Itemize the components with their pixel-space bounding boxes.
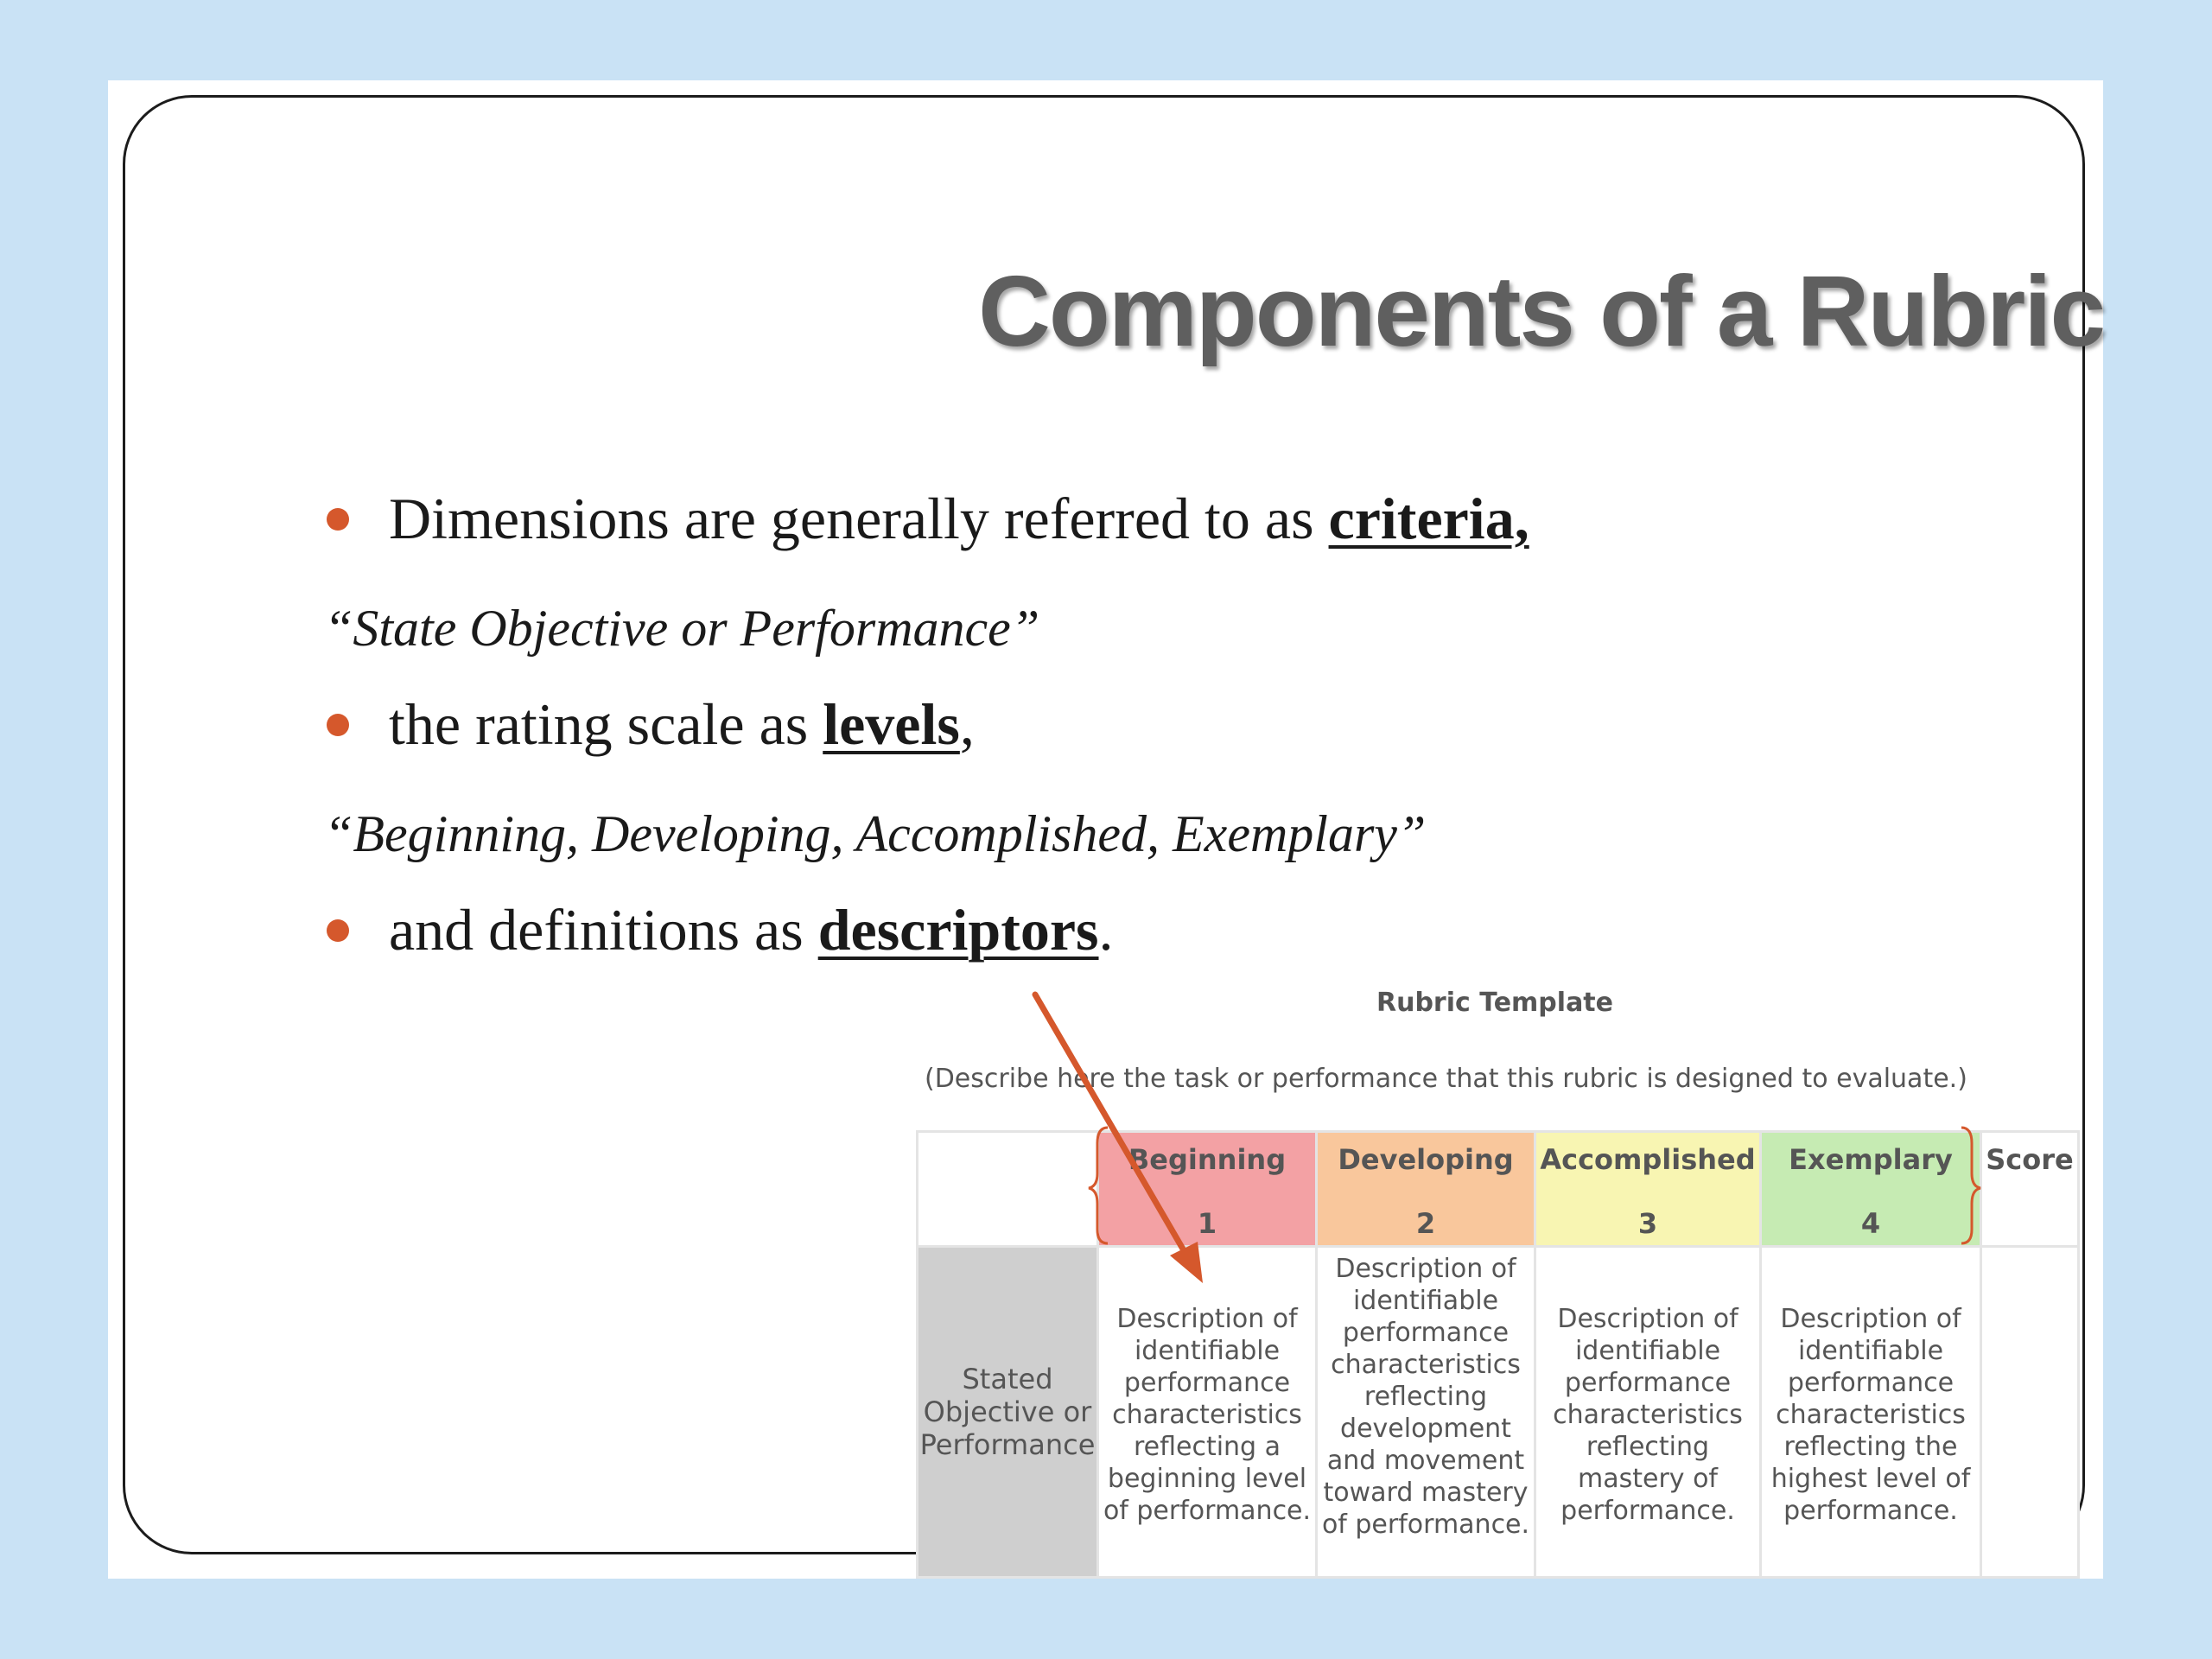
rubric-template-title: Rubric Template <box>1376 988 1613 1018</box>
level-name: Accomplished <box>1540 1143 1756 1176</box>
bullet-suffix: . <box>1098 897 1114 963</box>
level-header-exemplary: Exemplary 4 <box>1759 1130 1982 1248</box>
descriptor-exemplary: Description of identifiable performance … <box>1759 1245 1982 1579</box>
bullet-dot-icon <box>327 918 349 942</box>
bullet-levels: the rating scale as levels, <box>320 690 975 759</box>
keyword-descriptors: descriptors <box>817 897 1099 963</box>
level-name: Exemplary <box>1789 1143 1953 1176</box>
rubric-table: Beginning 1 Developing 2 Accomplished 3 … <box>916 1130 2080 1579</box>
keyword-criteria: criteria, <box>1328 486 1529 551</box>
bullet-suffix: , <box>959 691 975 757</box>
rubric-header-row: Beginning 1 Developing 2 Accomplished 3 … <box>916 1130 2080 1248</box>
bullet-text: and definitions as <box>389 897 818 963</box>
bullet-descriptors: and definitions as descriptors. <box>320 896 1114 964</box>
level-number: 3 <box>1637 1207 1658 1240</box>
level-header-developing: Developing 2 <box>1315 1130 1536 1248</box>
rubric-header-blank <box>916 1130 1099 1248</box>
level-name: Beginning <box>1128 1143 1287 1176</box>
score-header-label: Score <box>1986 1143 2074 1176</box>
rubric-template-image: Rubric Template (Describe here the task … <box>804 901 2082 1592</box>
level-number: 2 <box>1415 1207 1436 1240</box>
bullet-criteria: Dimensions are generally referred to as … <box>320 485 1529 553</box>
score-cell <box>1980 1245 2080 1579</box>
quote-levels-example: “Beginning, Developing, Accomplished, Ex… <box>324 805 1427 862</box>
level-header-accomplished: Accomplished 3 <box>1534 1130 1762 1248</box>
bullet-dot-icon <box>327 507 349 531</box>
descriptor-developing: Description of identifiable performance … <box>1315 1245 1536 1579</box>
descriptor-beginning: Description of identifiable performance … <box>1096 1245 1318 1579</box>
descriptor-accomplished: Description of identifiable performance … <box>1534 1245 1762 1579</box>
keyword-levels: levels <box>823 691 960 757</box>
bullet-dot-icon <box>327 713 349 736</box>
rubric-criterion-row: Stated Objective or Performance Descript… <box>916 1245 2080 1579</box>
rubric-template-description: (Describe here the task or performance t… <box>925 1064 1967 1094</box>
bullet-text: Dimensions are generally referred to as <box>389 486 1329 551</box>
slide: Components of a Rubric Dimensions are ge… <box>108 80 2106 1579</box>
criterion-cell: Stated Objective or Performance <box>916 1245 1099 1579</box>
level-number: 4 <box>1860 1207 1881 1240</box>
bullet-text: the rating scale as <box>389 691 823 757</box>
score-header: Score <box>1980 1130 2080 1248</box>
level-header-beginning: Beginning 1 <box>1096 1130 1318 1248</box>
level-number: 1 <box>1197 1207 1217 1240</box>
slide-title: Components of a Rubric <box>978 255 2106 367</box>
quote-criteria-example: “State Objective or Performance” <box>324 600 1040 657</box>
level-name: Developing <box>1338 1143 1514 1176</box>
